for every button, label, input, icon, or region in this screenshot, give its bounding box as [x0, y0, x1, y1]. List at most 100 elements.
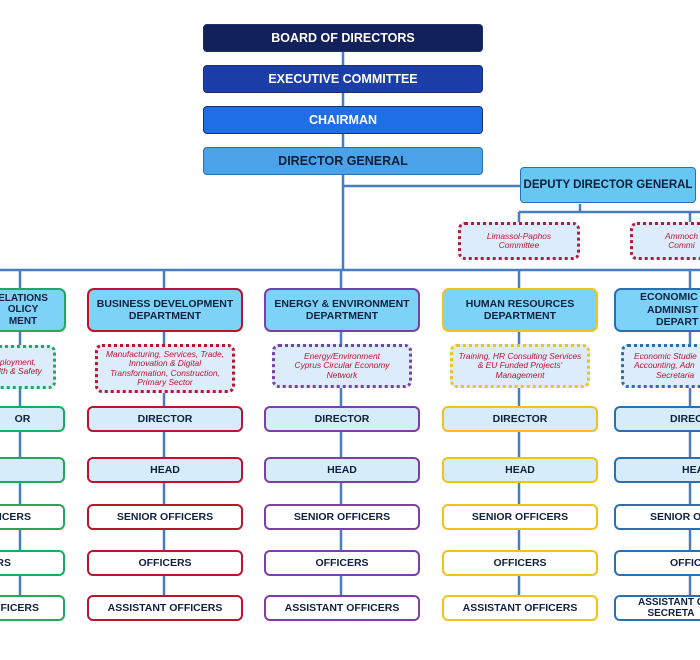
- role-label: HEAD: [150, 464, 180, 476]
- note-line: Primary Sector: [137, 377, 193, 387]
- committee-limassol-paphos: Limassol-Paphos Committee: [458, 222, 580, 260]
- deputy-director-general-label: DEPUTY DIRECTOR GENERAL: [523, 179, 693, 191]
- dept-line: MENT: [8, 315, 38, 327]
- role-director: OR: [0, 406, 65, 432]
- role-assistant-officers: ASSISTANT OFFICERS: [442, 595, 598, 621]
- note-labour-relations: ployment, alth & Safety: [0, 345, 56, 389]
- role-head: HEAD: [87, 457, 243, 483]
- director-general-box: DIRECTOR GENERAL: [203, 147, 483, 175]
- department-labour-relations: ELATIONS OLICY MENT: [0, 288, 66, 332]
- role-director: DIRECTOR: [442, 406, 598, 432]
- board-of-directors-label: BOARD OF DIRECTORS: [271, 31, 415, 45]
- role-officers: OFFICERS: [442, 550, 598, 576]
- role-label: OFFICERS: [493, 557, 547, 569]
- role-director: DIRECTOR: [87, 406, 243, 432]
- committee-ammochostos: Ammoch Commi: [630, 222, 700, 260]
- role-label: HEA: [682, 464, 700, 476]
- role-senior-officers: SENIOR OFFICERS: [87, 504, 243, 530]
- role-label: ASSISTANT OFFICERS: [462, 602, 578, 614]
- dept-line: DEPART: [656, 316, 699, 329]
- executive-committee-box: EXECUTIVE COMMITTEE: [203, 65, 483, 93]
- department-economic-administration: ECONOMIC A ADMINIST DEPART: [614, 288, 700, 332]
- committee-line: Limassol-Paphos: [486, 230, 552, 241]
- role-label: ASSISTANT OFFICERS: [284, 602, 400, 614]
- director-general-label: DIRECTOR GENERAL: [278, 154, 408, 168]
- dept-line: DEPARTMENT: [483, 310, 557, 322]
- department-business-development: BUSINESS DEVELOPMENT DEPARTMENT: [87, 288, 243, 332]
- dept-line: DEPARTMENT: [305, 310, 379, 322]
- deputy-director-general-box: DEPUTY DIRECTOR GENERAL: [520, 167, 696, 203]
- note-human-resources: Training, HR Consulting Services & EU Fu…: [450, 344, 590, 388]
- note-line: Transformation, Construction,: [110, 367, 220, 378]
- role-label: OFFICERS: [315, 557, 369, 569]
- role-senior-officers: SENIOR OFFICERS: [264, 504, 420, 530]
- dept-line: ECONOMIC A: [640, 291, 700, 304]
- department-human-resources: HUMAN RESOURCES DEPARTMENT: [442, 288, 598, 332]
- role-head: [0, 457, 65, 483]
- note-line: Economic Studie: [634, 350, 697, 361]
- role-assistant-officers: OFFICERS: [0, 595, 65, 621]
- role-officers: RS: [0, 550, 65, 576]
- role-senior-officers: FICERS: [0, 504, 65, 530]
- role-label: OFFIC: [670, 557, 700, 569]
- dept-line: BUSINESS DEVELOPMENT: [96, 297, 234, 310]
- role-label: DIREC: [670, 413, 700, 425]
- role-head: HEA: [614, 457, 700, 483]
- dept-line: ELATIONS: [0, 292, 48, 304]
- role-head: HEAD: [442, 457, 598, 483]
- note-business-development: Manufacturing, Services, Trade, Innovati…: [95, 344, 235, 393]
- role-head: HEAD: [264, 457, 420, 483]
- role-assistant-officers: ASSISTANT C SECRETA: [614, 595, 700, 621]
- role-label: HEAD: [505, 464, 535, 476]
- chairman-label: CHAIRMAN: [308, 113, 378, 127]
- dept-line: OLICY: [7, 304, 39, 316]
- role-label: OR: [14, 413, 31, 425]
- role-label: SENIOR OFFICERS: [471, 511, 569, 523]
- role-assistant-officers: ASSISTANT OFFICERS: [264, 595, 420, 621]
- note-line: Innovation & Digital: [128, 358, 202, 368]
- note-line: Training, HR Consulting Services: [458, 350, 582, 361]
- role-officers: OFFICERS: [87, 550, 243, 576]
- board-of-directors-box: BOARD OF DIRECTORS: [203, 24, 483, 52]
- note-line: Network: [326, 369, 358, 380]
- role-label: OFFICERS: [0, 602, 39, 614]
- role-officers: OFFIC: [614, 550, 700, 576]
- note-line: alth & Safety: [0, 366, 42, 376]
- committee-line: Commi: [668, 240, 695, 250]
- executive-committee-label: EXECUTIVE COMMITTEE: [268, 72, 418, 86]
- role-label: OFFICERS: [138, 557, 192, 569]
- role-label: DIRECTOR: [314, 413, 370, 425]
- department-energy-environment: ENERGY & ENVIRONMENT DEPARTMENT: [264, 288, 420, 332]
- role-label: FICERS: [0, 511, 31, 523]
- note-line: Management: [495, 369, 545, 380]
- role-label: HEAD: [327, 464, 357, 476]
- dept-line: HUMAN RESOURCES: [465, 297, 575, 310]
- role-director: DIREC: [614, 406, 700, 432]
- role-director: DIRECTOR: [264, 406, 420, 432]
- role-label: DIRECTOR: [137, 413, 193, 425]
- note-line: Energy/Environment: [304, 350, 380, 361]
- role-label: ASSISTANT C SECRETA: [638, 597, 700, 619]
- note-line: Secretaria: [656, 369, 695, 380]
- role-label: RS: [0, 557, 11, 569]
- role-officers: OFFICERS: [264, 550, 420, 576]
- note-line: Cyprus Circular Economy: [294, 360, 390, 371]
- committee-line: Ammoch: [665, 230, 699, 241]
- note-line: Manufacturing, Services, Trade,: [105, 348, 225, 359]
- dept-line: ENERGY & ENVIRONMENT: [274, 297, 410, 310]
- role-label: DIRECTOR: [492, 413, 548, 425]
- role-senior-officers: SENIOR O: [614, 504, 700, 530]
- role-label: SENIOR OFFICERS: [293, 511, 391, 523]
- dept-line: DEPARTMENT: [128, 310, 202, 322]
- chairman-box: CHAIRMAN: [203, 106, 483, 134]
- note-energy-environment: Energy/Environment Cyprus Circular Econo…: [272, 344, 412, 388]
- role-label: SENIOR O: [650, 511, 700, 523]
- note-line: Accounting, Adn: [634, 360, 695, 371]
- role-label: SENIOR OFFICERS: [116, 511, 214, 523]
- role-label: ASSISTANT OFFICERS: [107, 602, 223, 614]
- role-senior-officers: SENIOR OFFICERS: [442, 504, 598, 530]
- note-line: ployment,: [0, 356, 37, 367]
- committee-line: Committee: [498, 240, 540, 250]
- role-assistant-officers: ASSISTANT OFFICERS: [87, 595, 243, 621]
- dept-line: ADMINIST: [647, 303, 698, 316]
